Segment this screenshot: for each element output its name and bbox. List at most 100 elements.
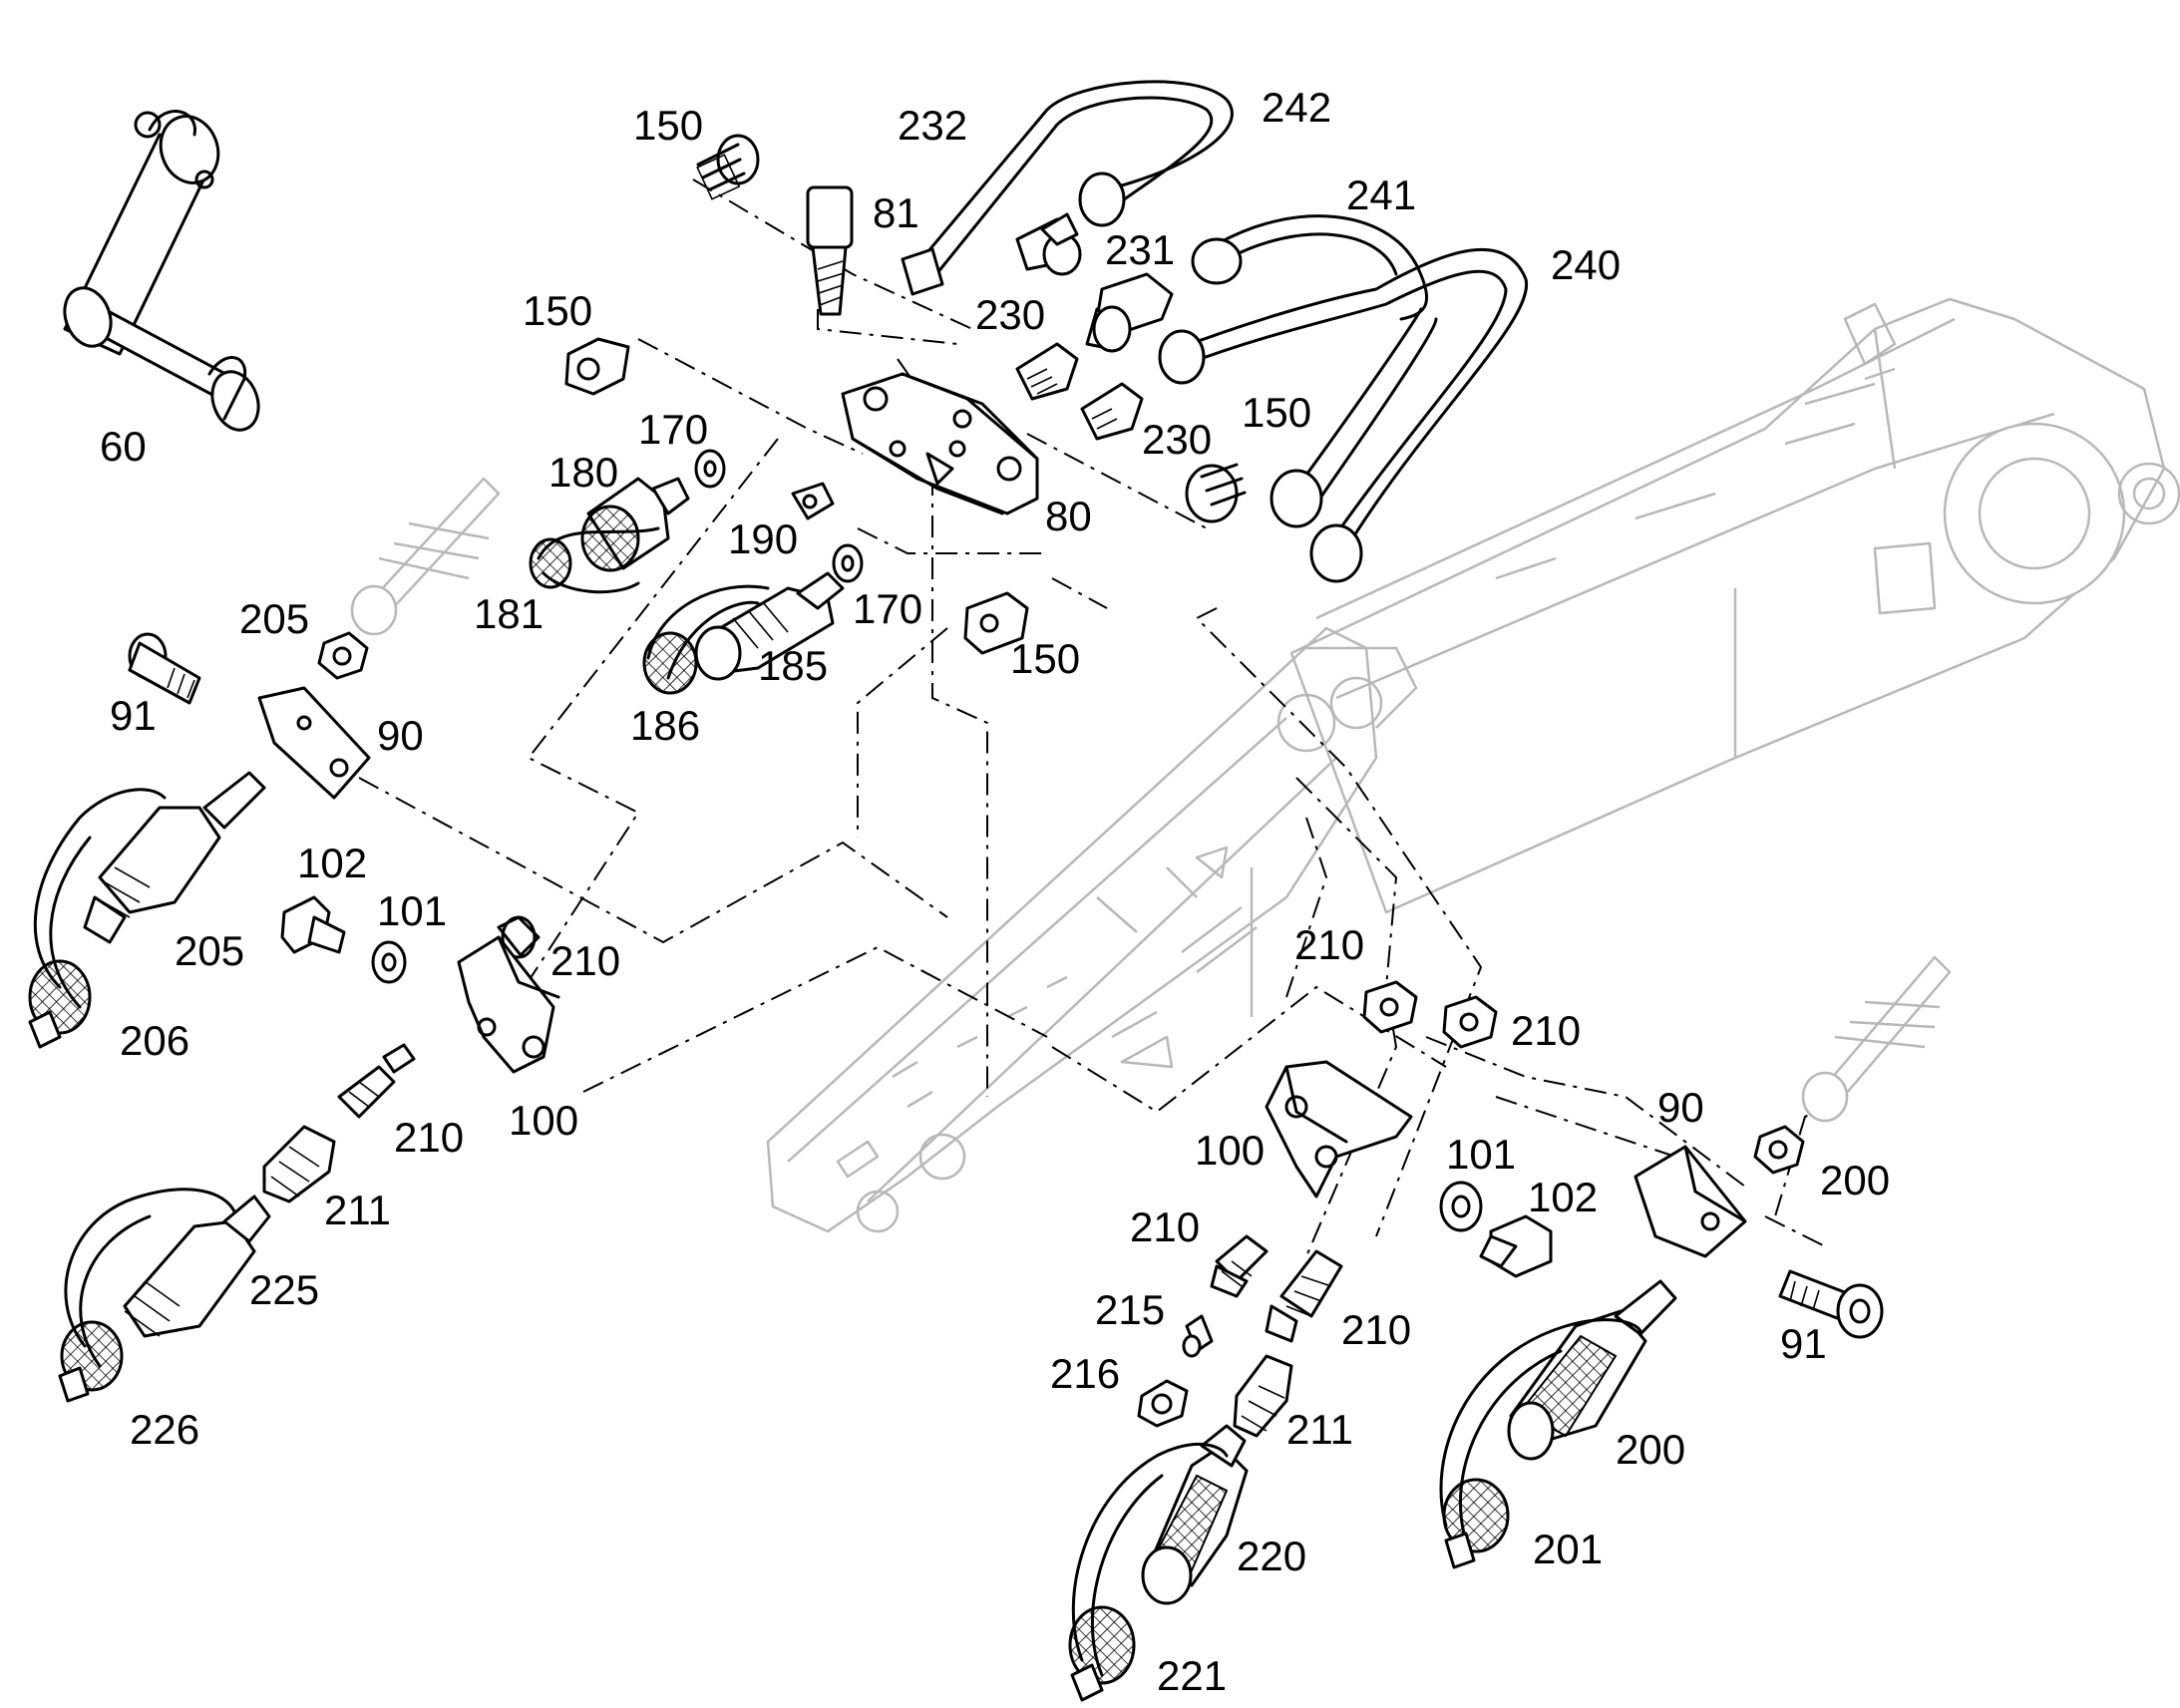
callout-101: 101 xyxy=(377,887,447,934)
callout-150: 150 xyxy=(633,102,703,149)
bolt-part-91-b xyxy=(1778,1269,1884,1339)
cap-part-226 xyxy=(58,1188,236,1403)
callout-205: 205 xyxy=(175,927,244,974)
bolt-part-102-a xyxy=(280,895,346,954)
callout-150: 150 xyxy=(1242,389,1311,436)
hose-end-left-ghost xyxy=(350,477,501,636)
nut-part-210-a xyxy=(497,915,541,959)
callout-190: 190 xyxy=(728,515,798,562)
callout-200: 200 xyxy=(1616,1426,1685,1473)
callout-181: 181 xyxy=(474,590,544,637)
coupler-part-205-b xyxy=(83,771,266,944)
plug-part-150-d xyxy=(963,591,1029,655)
nut-part-205-a xyxy=(317,631,369,680)
callout-100: 100 xyxy=(509,1097,578,1144)
callout-210: 210 xyxy=(1130,1203,1200,1250)
screw-part-190 xyxy=(791,482,835,520)
hose-end-right-ghost xyxy=(1801,955,1952,1123)
hose-part-241 xyxy=(1191,214,1429,321)
callout-80: 80 xyxy=(1045,493,1092,539)
bracket-part-100-b xyxy=(1265,1060,1413,1198)
washer-part-101-b xyxy=(1439,1181,1483,1232)
coupler-part-200-b xyxy=(1507,1279,1677,1461)
callout-225: 225 xyxy=(249,1266,319,1313)
callout-211: 211 xyxy=(324,1187,391,1233)
callout-90: 90 xyxy=(377,712,424,759)
callout-102: 102 xyxy=(297,840,367,886)
bracket-part-90-b xyxy=(1634,1145,1747,1258)
fitting-part-210-f xyxy=(1265,1249,1343,1343)
callout-81: 81 xyxy=(873,189,919,236)
callout-241: 241 xyxy=(1346,171,1416,218)
callout-60: 60 xyxy=(100,423,147,470)
callout-210: 210 xyxy=(1341,1306,1411,1353)
callout-170: 170 xyxy=(853,585,922,632)
cap-part-181 xyxy=(529,526,660,594)
washer-part-170-a xyxy=(694,449,726,489)
cap-part-206 xyxy=(28,788,167,1049)
callout-206: 206 xyxy=(120,1017,189,1064)
callout-216: 216 xyxy=(1050,1350,1120,1397)
callout-100: 100 xyxy=(1195,1127,1265,1174)
bolt-part-81 xyxy=(806,185,854,316)
washer-part-101-a xyxy=(371,940,407,984)
fitting-part-211-b xyxy=(1233,1354,1293,1438)
callout-205: 205 xyxy=(239,595,309,642)
callout-230: 230 xyxy=(1142,416,1212,463)
bracket-part-90-a xyxy=(257,686,371,800)
callout-210: 210 xyxy=(1294,921,1364,968)
callout-240: 240 xyxy=(1551,241,1621,288)
fitting-part-210-e xyxy=(1210,1234,1269,1298)
callout-201: 201 xyxy=(1533,1526,1603,1572)
callout-186: 186 xyxy=(630,702,700,749)
bracket-part-100-a xyxy=(457,935,560,1074)
callout-91: 91 xyxy=(110,692,157,739)
coupler-part-225 xyxy=(123,1195,271,1338)
plug-part-150-b xyxy=(564,337,630,396)
fitting-part-211-a xyxy=(262,1125,336,1203)
tee-fitting-part-231 xyxy=(1085,272,1174,353)
callout-150: 150 xyxy=(523,287,592,334)
callout-91: 91 xyxy=(1780,1320,1827,1367)
nut-part-216 xyxy=(1137,1379,1189,1428)
fitting-part-210-b xyxy=(337,1043,416,1119)
callout-102: 102 xyxy=(1528,1174,1598,1220)
callout-labels: 60 150 81 232 242 241 231 240 150 230 17… xyxy=(100,84,1890,1699)
callout-90: 90 xyxy=(1657,1084,1704,1131)
washer-part-170-b xyxy=(832,543,864,583)
cap-part-201 xyxy=(1439,1318,1642,1569)
valve-block-part-80 xyxy=(841,372,1039,515)
plug-part-150-c xyxy=(1185,463,1247,523)
cap-part-221 xyxy=(1068,1442,1229,1702)
callout-210: 210 xyxy=(394,1114,464,1161)
nut-part-200-a xyxy=(1753,1125,1805,1175)
callout-150: 150 xyxy=(1010,635,1080,682)
callout-221: 221 xyxy=(1157,1652,1227,1699)
callout-226: 226 xyxy=(130,1406,199,1453)
fitting-part-230-b xyxy=(1080,382,1144,441)
callout-180: 180 xyxy=(548,449,618,496)
nut-part-210-d xyxy=(1442,995,1498,1049)
coupler-part-220 xyxy=(1141,1424,1249,1605)
hose-part-242 xyxy=(901,80,1234,296)
cap-part-186 xyxy=(642,584,770,695)
callout-215: 215 xyxy=(1095,1286,1165,1333)
pin-part-60 xyxy=(63,110,260,432)
fitting-part-215 xyxy=(1182,1314,1214,1358)
bolt-part-91-a xyxy=(128,632,201,705)
nut-part-210-c xyxy=(1362,980,1418,1034)
callout-220: 220 xyxy=(1237,1533,1306,1579)
callout-210: 210 xyxy=(550,937,620,984)
callout-200: 200 xyxy=(1820,1157,1890,1203)
callout-211: 211 xyxy=(1286,1406,1353,1453)
callout-230: 230 xyxy=(975,291,1045,338)
callout-232: 232 xyxy=(898,102,967,149)
coupler-part-180 xyxy=(580,477,690,572)
callout-101: 101 xyxy=(1446,1131,1516,1178)
callout-185: 185 xyxy=(758,642,828,689)
bolt-part-102-b xyxy=(1479,1214,1553,1278)
fitting-part-232 xyxy=(1015,212,1082,276)
callout-170: 170 xyxy=(638,406,708,453)
